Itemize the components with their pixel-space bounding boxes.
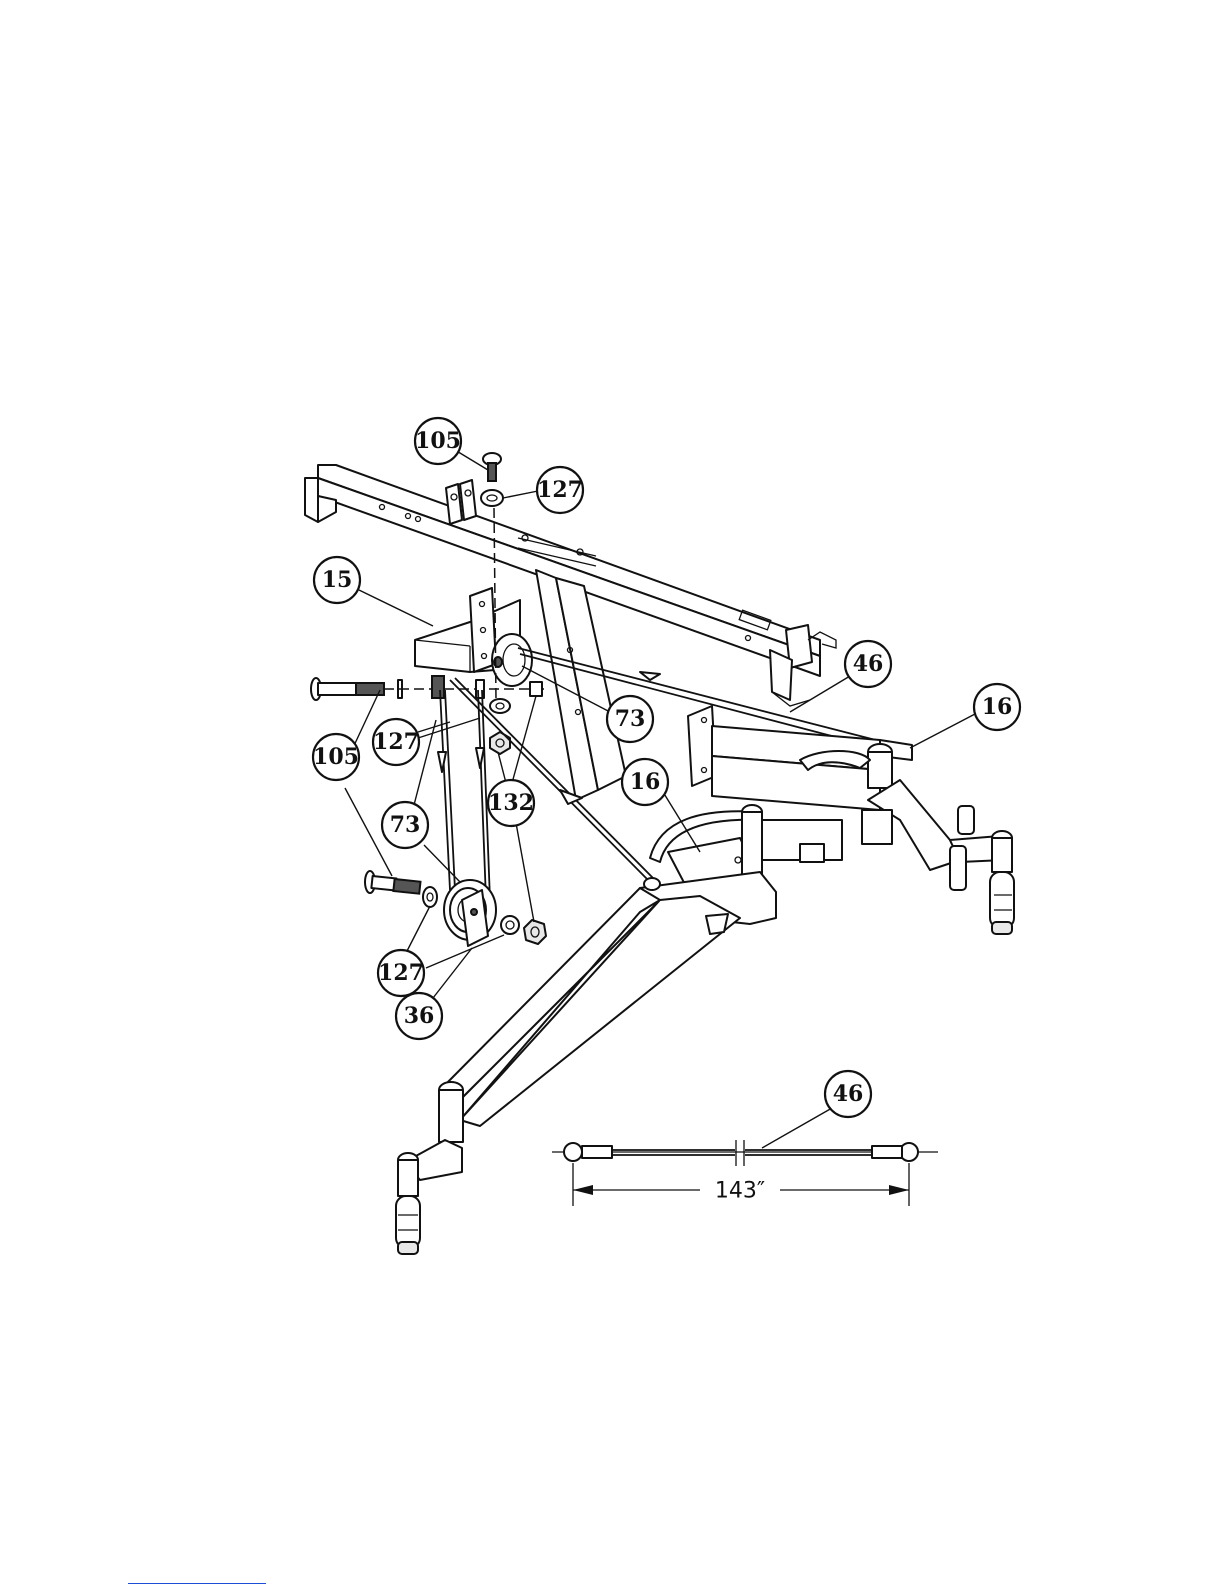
upper-pulley-wheel: [492, 634, 532, 686]
svg-text:36: 36: [404, 1003, 435, 1029]
beam-bracket-tabs: [446, 480, 476, 524]
callout-36: 36: [396, 993, 442, 1039]
svg-text:16: 16: [630, 769, 661, 795]
washer-nut-stack: [490, 699, 510, 754]
svg-text:16: 16: [982, 694, 1013, 720]
callout-73-right: 73: [607, 696, 653, 742]
lower-pulley-wheel: [444, 880, 496, 946]
svg-text:105: 105: [415, 428, 461, 454]
right-lever-arm: [862, 744, 1014, 934]
callout-127-mid: 127: [373, 719, 419, 765]
svg-text:132: 132: [488, 790, 534, 816]
vertical-column: [536, 570, 626, 800]
svg-text:105: 105: [313, 744, 359, 770]
callout-127-bottom: 127: [378, 950, 424, 996]
svg-text:15: 15: [322, 567, 353, 593]
callout-16-mid: 16: [622, 759, 668, 805]
svg-text:73: 73: [390, 812, 421, 838]
footnote-separator: [128, 1583, 266, 1584]
svg-text:127: 127: [537, 477, 583, 503]
svg-text:127: 127: [378, 960, 424, 986]
callout-46-top: 46: [845, 641, 891, 687]
svg-text:127: 127: [373, 729, 419, 755]
callout-127-top: 127: [537, 467, 583, 513]
callout-105-left: 105: [313, 734, 359, 780]
svg-text:46: 46: [833, 1081, 864, 1107]
bolt-top: [481, 453, 503, 506]
svg-text:73: 73: [615, 706, 646, 732]
callout-73-left: 73: [382, 802, 428, 848]
callout-15: 15: [314, 557, 360, 603]
callout-46-detail: 46: [825, 1071, 871, 1117]
callout-16-right: 16: [974, 684, 1020, 730]
callout-105-top: 105: [415, 418, 461, 464]
lower-washer-nut: [501, 916, 546, 944]
lower-bolt: [365, 871, 437, 907]
callout-132: 132: [488, 780, 534, 826]
svg-text:46: 46: [853, 651, 884, 677]
cable-length-dimension: 143″: [715, 1179, 765, 1204]
